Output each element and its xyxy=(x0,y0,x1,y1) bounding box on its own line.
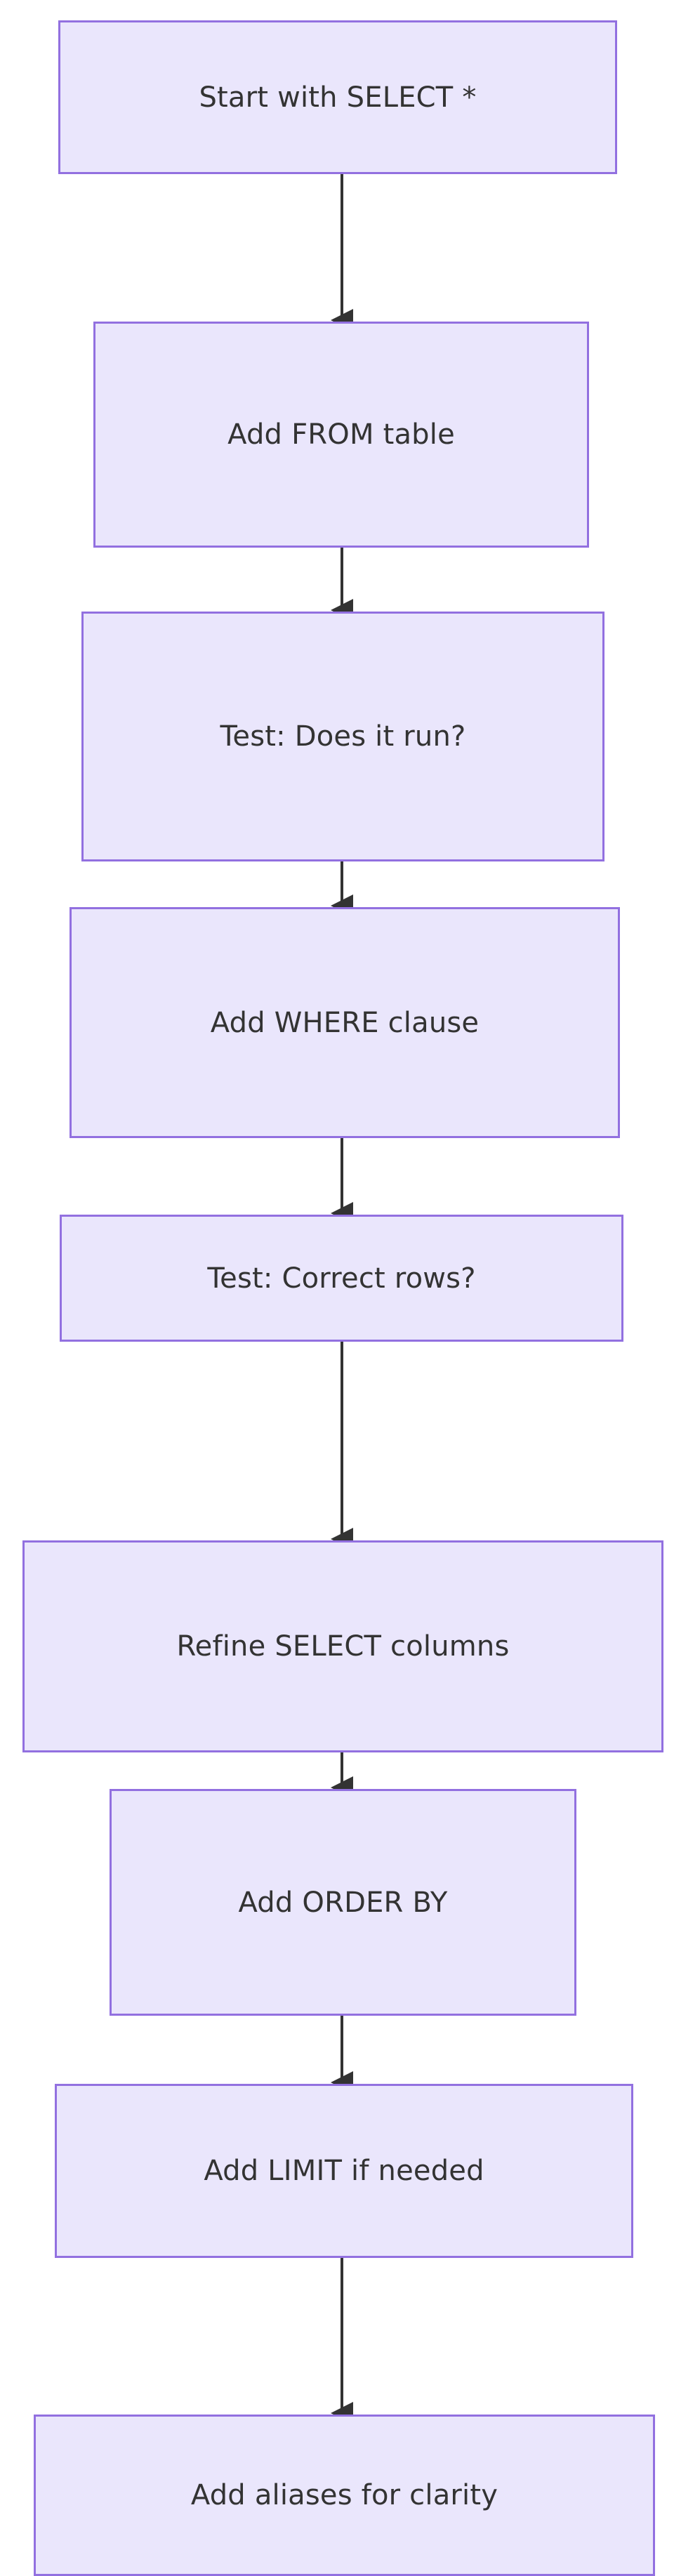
flow-node-label: Add LIMIT if needed xyxy=(204,2155,484,2187)
flow-node-label: Add aliases for clarity xyxy=(190,2479,498,2511)
flow-node-n1[interactable]: Start with SELECT * xyxy=(58,20,617,174)
flow-node-n5[interactable]: Test: Correct rows? xyxy=(60,1215,623,1342)
flow-node-label: Test: Correct rows? xyxy=(207,1262,476,1295)
flow-node-label: Refine SELECT columns xyxy=(176,1630,510,1663)
flow-node-n8[interactable]: Add LIMIT if needed xyxy=(55,2084,633,2258)
flow-node-label: Add ORDER BY xyxy=(238,1886,448,1919)
flow-node-label: Add FROM table xyxy=(227,418,455,451)
flow-node-label: Test: Does it run? xyxy=(220,720,466,753)
flow-node-n2[interactable]: Add FROM table xyxy=(93,322,589,548)
flow-node-label: Start with SELECT * xyxy=(199,81,477,114)
flow-node-n6[interactable]: Refine SELECT columns xyxy=(22,1540,663,1752)
flow-node-label: Add WHERE clause xyxy=(210,1006,480,1039)
flow-node-n4[interactable]: Add WHERE clause xyxy=(70,907,620,1138)
flow-node-n9[interactable]: Add aliases for clarity xyxy=(34,2415,655,2576)
flow-node-n3[interactable]: Test: Does it run? xyxy=(81,612,604,861)
flow-node-n7[interactable]: Add ORDER BY xyxy=(110,1789,576,2016)
